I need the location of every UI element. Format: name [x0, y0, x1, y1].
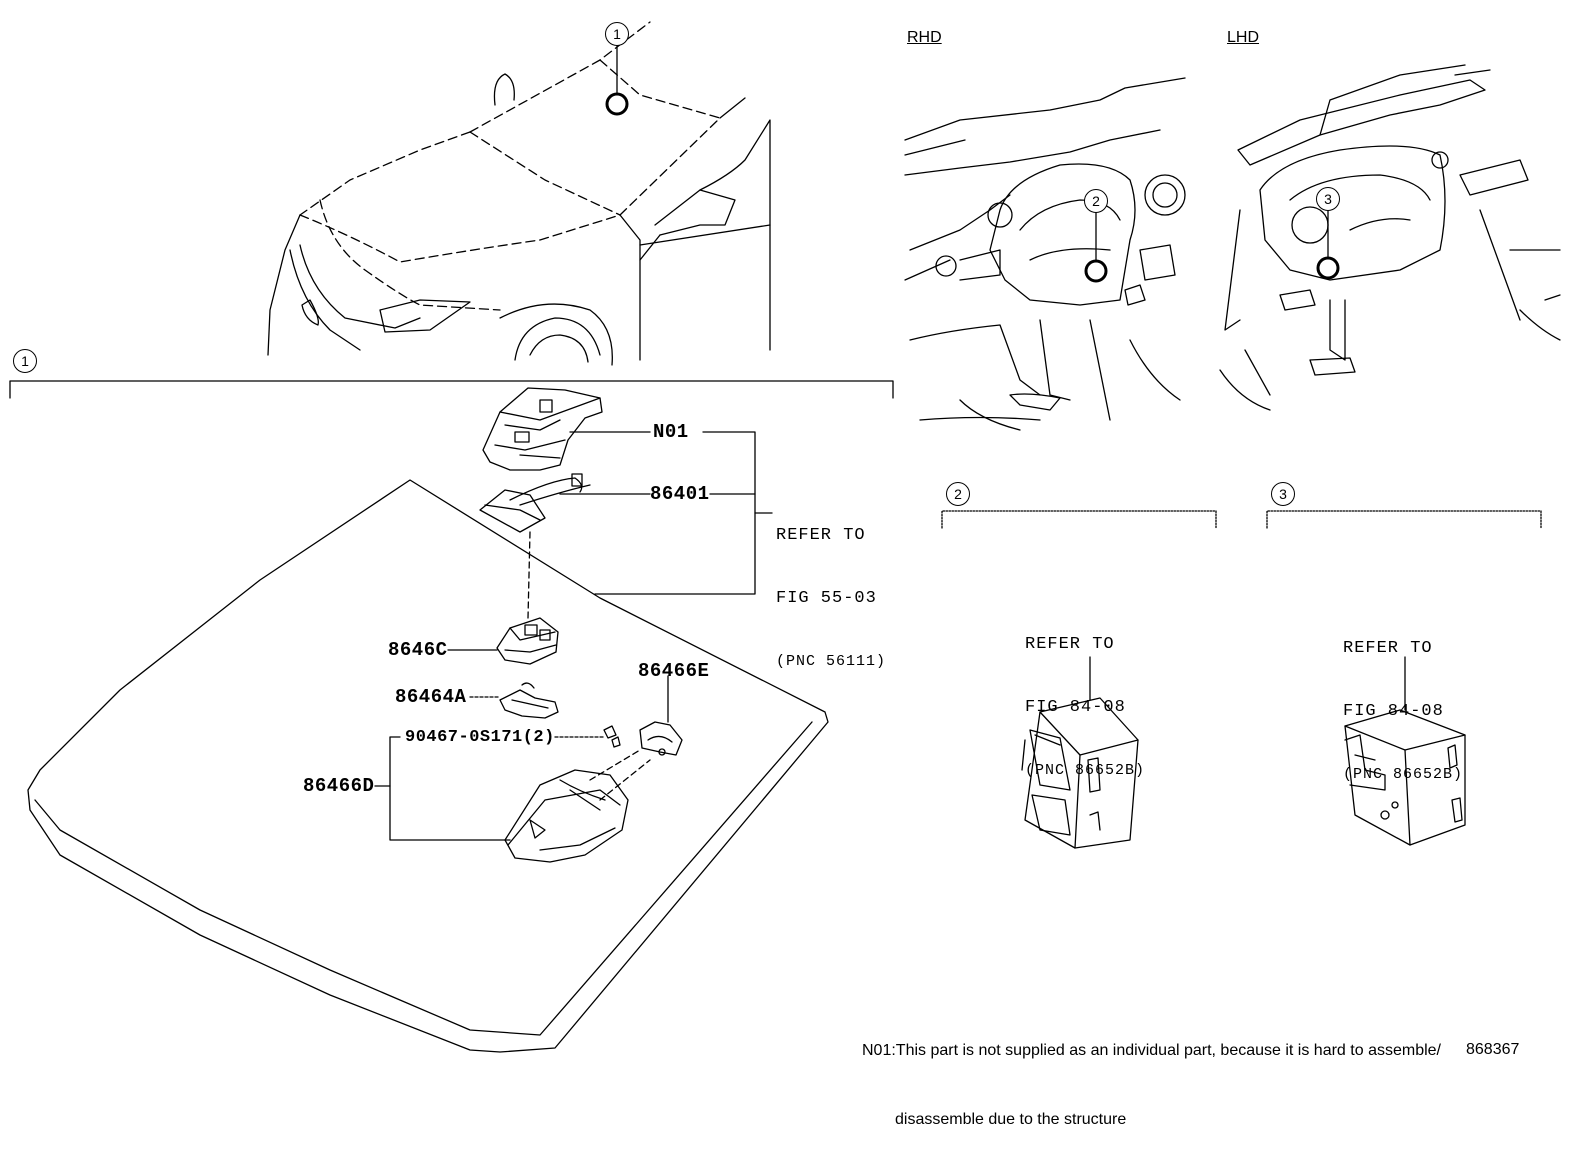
- part-label-86466e: 86466E: [638, 660, 710, 682]
- reference-fig84-lhd-line1: REFER TO: [1343, 639, 1433, 658]
- parts-diagram-canvas: [9, 21, 1561, 1053]
- callout-circle-2-view: 2: [1084, 189, 1108, 213]
- part-label-86401: 86401: [650, 483, 710, 505]
- leader-bracket-fig55: [594, 431, 756, 595]
- callout-circle-3-view: 3: [1316, 187, 1340, 211]
- part-86464a-drawing: [499, 682, 559, 719]
- screw-90467: [603, 725, 621, 748]
- reference-fig84-lhd-line2: FIG 84-08: [1343, 702, 1444, 721]
- footnote-line1: N01:This part is not supplied as an indi…: [862, 1042, 1441, 1059]
- part-86466d-drawing: [504, 769, 629, 863]
- reference-fig84-lhd: REFER TO FIG 84-08 (PNC 86652B): [1343, 596, 1463, 806]
- section-1-bracket: [9, 380, 894, 399]
- part-label-90467: 90467-0S171(2): [405, 728, 555, 747]
- lhd-dashboard-illustration: [1219, 64, 1561, 411]
- lhd-heading: LHD: [1227, 29, 1260, 46]
- callout-circle-1-section: 1: [13, 349, 37, 373]
- callout-circle-2-section: 2: [946, 482, 970, 506]
- reference-fig84-lhd-line3: (PNC 86652B): [1343, 766, 1464, 783]
- section-3-bracket: [1266, 510, 1542, 529]
- part-8646c-drawing: [496, 617, 559, 665]
- assembly-line-86401: [527, 531, 531, 619]
- reference-fig55-line2: FIG 55-03: [776, 589, 877, 608]
- callout-circle-3-section: 3: [1271, 482, 1295, 506]
- reference-fig84-rhd-line3: (PNC 86652B): [1025, 762, 1146, 779]
- rhd-heading: RHD: [907, 29, 942, 46]
- lhd-module-drawing: [1344, 709, 1466, 846]
- rhd-module-drawing: [1021, 697, 1139, 849]
- reference-fig84-rhd-line1: REFER TO: [1025, 635, 1115, 654]
- section-2-bracket: [941, 510, 1217, 529]
- car-overview-illustration: [267, 21, 771, 366]
- figure-number: 868367: [1466, 1041, 1520, 1058]
- part-label-86466d: 86466D: [303, 775, 375, 797]
- reference-fig55: REFER TO FIG 55-03 (PNC 56111): [776, 483, 886, 693]
- part-label-n01: N01: [653, 421, 689, 443]
- part-n01-drawing: [482, 387, 603, 471]
- windshield-glass: [27, 479, 829, 1053]
- reference-fig55-line3: (PNC 56111): [776, 653, 887, 670]
- rhd-dashboard-illustration: [904, 77, 1186, 431]
- sensor-location-marker-3: [1316, 256, 1340, 280]
- part-86401-drawing: [479, 473, 591, 533]
- part-label-86464a: 86464A: [395, 686, 467, 708]
- sensor-location-marker-1: [605, 92, 629, 116]
- part-label-8646c: 8646C: [388, 639, 448, 661]
- footnote-line2: disassemble due to the structure: [895, 1111, 1127, 1128]
- leader-86466d-bracket: [389, 736, 511, 841]
- reference-fig84-rhd: REFER TO FIG 84-08 (PNC 86652B): [1025, 592, 1145, 802]
- part-86466e-drawing: [639, 721, 683, 756]
- callout-circle-1-top: 1: [605, 22, 629, 46]
- sensor-location-marker-2: [1084, 259, 1108, 283]
- reference-fig55-line1: REFER TO: [776, 526, 866, 545]
- footnote-n01: N01:This part is not supplied as an indi…: [862, 993, 1441, 1154]
- reference-fig84-rhd-line2: FIG 84-08: [1025, 698, 1126, 717]
